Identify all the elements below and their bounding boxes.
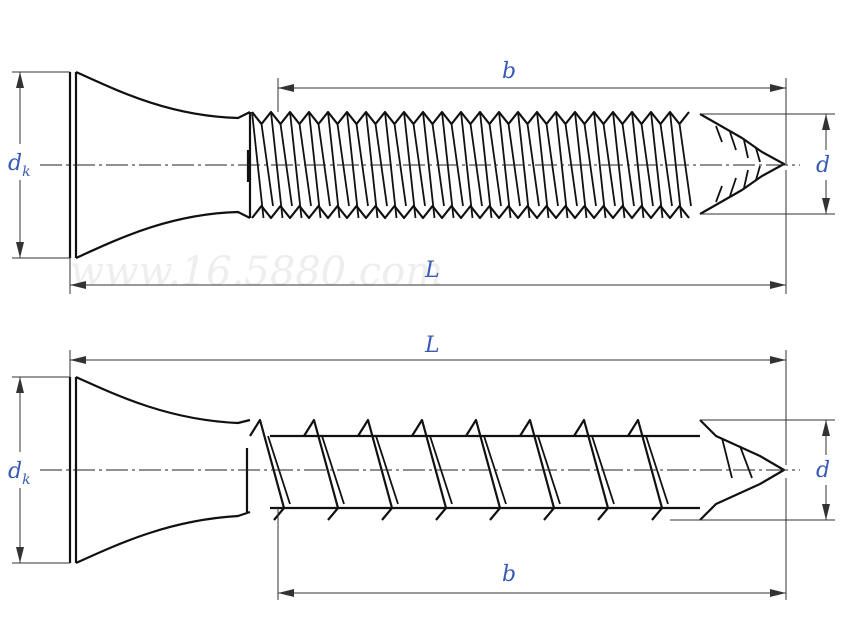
thread-crest-line	[289, 111, 303, 219]
L-label: L	[424, 258, 440, 283]
thread-crest-line	[327, 111, 341, 219]
b-dimension: b	[277, 59, 787, 165]
thread-flank	[659, 123, 673, 207]
thread-flank	[583, 123, 597, 207]
L-label: L	[424, 333, 440, 358]
thread-flank	[355, 123, 369, 207]
thread-crest	[303, 418, 340, 521]
dk-dimension: dk	[4, 71, 70, 259]
thread-crest	[411, 418, 448, 521]
d-label: d	[816, 153, 830, 178]
thread-flank	[393, 123, 407, 207]
thread-flank	[645, 435, 669, 505]
thread-crest	[573, 418, 610, 521]
d-label: d	[816, 458, 830, 483]
thread-crest	[249, 418, 286, 521]
d-dimension: d	[670, 419, 842, 521]
screw-head-outline	[68, 70, 251, 260]
thread-crest	[519, 418, 556, 521]
b-label: b	[502, 59, 516, 84]
screw-tip	[699, 113, 786, 215]
dk-label: dk	[8, 459, 31, 488]
b-label: b	[502, 562, 516, 587]
thread-flank	[526, 123, 540, 207]
thread-crest	[627, 418, 664, 521]
dk-dimension: dk	[4, 376, 70, 564]
thread-body	[245, 418, 700, 521]
L-dimension: L	[69, 170, 787, 294]
thread-crest-line	[593, 111, 607, 219]
thread-crest	[357, 418, 394, 521]
thread-crest	[465, 418, 502, 521]
L-dimension: L	[69, 333, 787, 465]
thread-crest-line	[422, 111, 436, 219]
thread-crest-line	[650, 111, 664, 219]
thread-flank	[260, 123, 274, 207]
thread-crest-line	[460, 111, 474, 219]
b-dimension: b	[277, 478, 787, 600]
fine-thread-screw-diagram: dk d b L	[4, 59, 842, 294]
coarse-thread-screw-diagram: dk d b L	[4, 333, 842, 600]
d-dimension: d	[700, 113, 842, 215]
thread-top-edge	[251, 110, 690, 126]
thread-crests	[249, 418, 669, 521]
dk-label: dk	[8, 151, 31, 180]
watermark: www.16.5880.com	[70, 249, 443, 295]
